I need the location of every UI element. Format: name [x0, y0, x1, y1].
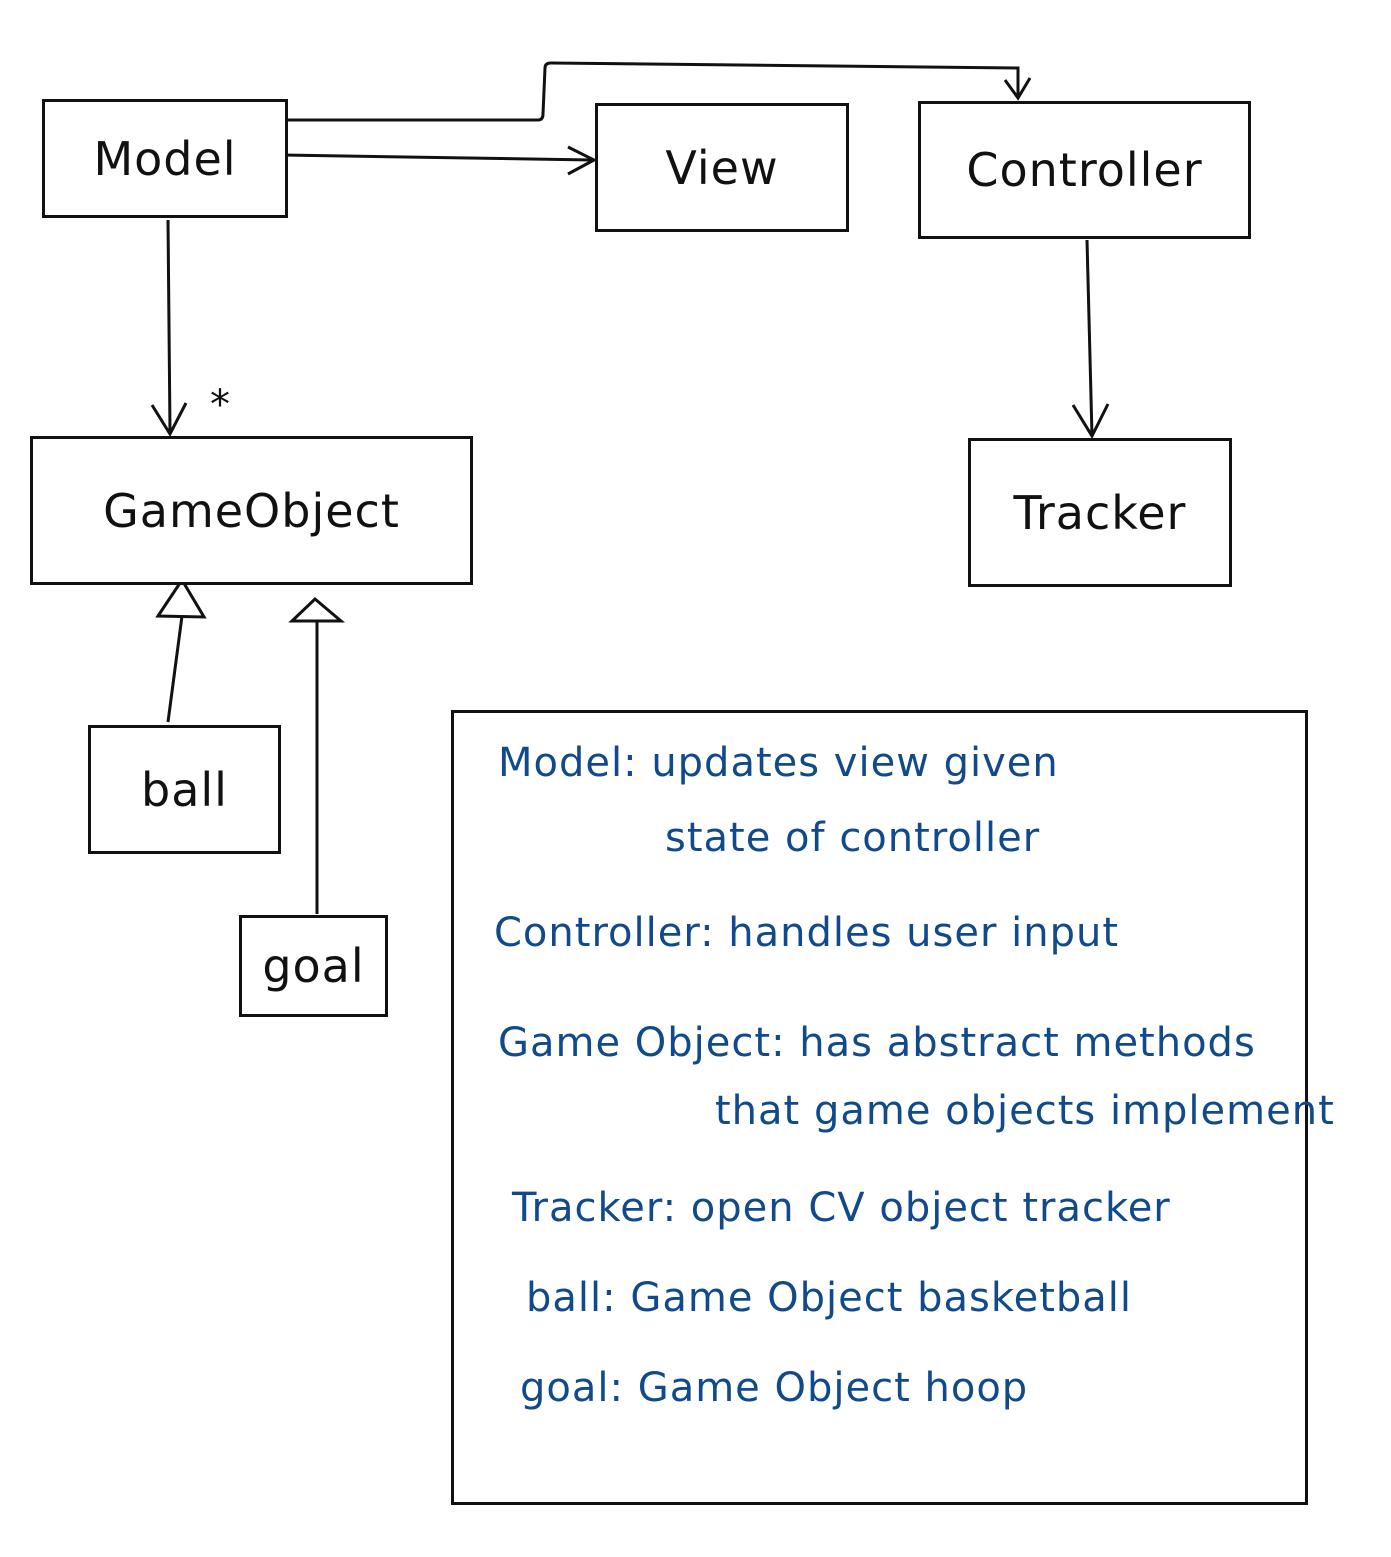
edge-model-controller — [287, 61, 1020, 122]
note-term: ball — [526, 1275, 603, 1321]
edge-controller-tracker — [1085, 239, 1094, 437]
class-box-controller: Controller — [918, 101, 1251, 239]
note-gameobject-continuation: that game objects implement — [715, 1088, 1335, 1134]
note-term: Controller — [494, 910, 701, 956]
note-description: handles user input — [728, 910, 1119, 956]
note-separator: : — [602, 1275, 617, 1321]
class-box-view: View — [595, 103, 849, 232]
note-term: Model — [498, 740, 624, 786]
note-separator: : — [662, 1185, 678, 1231]
class-label-model: Model — [93, 131, 237, 186]
class-label-controller: Controller — [966, 143, 1203, 197]
inheritance-triangle-goal — [288, 596, 346, 623]
class-box-goal: goal — [239, 915, 388, 1017]
note-controller: Controller: handles user input — [494, 910, 1119, 956]
edge-model-view — [282, 153, 593, 162]
class-label-tracker: Tracker — [1013, 485, 1187, 540]
class-box-tracker: Tracker — [968, 438, 1232, 587]
class-label-view: View — [665, 140, 779, 195]
class-box-ball: ball — [88, 725, 281, 854]
note-description: open CV object tracker — [690, 1185, 1171, 1231]
note-description: updates view given — [651, 740, 1059, 786]
note-separator: : — [771, 1020, 786, 1066]
annotation-box — [451, 710, 1308, 1505]
note-ball: ball: Game Object basketball — [526, 1275, 1132, 1321]
arrowhead-gameobject — [150, 402, 188, 438]
note-gameobject: Game Object: has abstract methods — [498, 1020, 1256, 1066]
edge-model-gameobject — [166, 219, 172, 433]
note-goal: goal: Game Object hoop — [520, 1365, 1028, 1411]
note-separator: : — [700, 910, 715, 956]
note-description: Game Object basketball — [630, 1275, 1133, 1321]
arrowhead-controller — [1003, 77, 1032, 101]
note-tracker: Tracker: open CV object tracker — [512, 1185, 1171, 1231]
class-label-gameobject: GameObject — [103, 483, 400, 538]
class-label-goal: goal — [262, 939, 365, 993]
arrowhead-tracker — [1071, 403, 1110, 440]
edge-ball-gameobject — [166, 615, 184, 723]
note-description: has abstract methods — [799, 1020, 1256, 1066]
class-box-model: Model — [42, 99, 288, 218]
inheritance-triangle-ball — [155, 577, 207, 619]
note-separator: : — [623, 740, 638, 786]
note-term: Game Object — [498, 1020, 772, 1066]
note-term: goal — [520, 1365, 610, 1411]
note-description: Game Object hoop — [637, 1365, 1029, 1411]
note-term: Tracker — [512, 1185, 663, 1231]
multiplicity-marker: * — [210, 382, 230, 428]
note-separator: : — [609, 1365, 624, 1411]
class-label-ball: ball — [141, 762, 228, 817]
arrowhead-view — [567, 145, 598, 176]
class-box-gameobject: GameObject — [30, 436, 473, 585]
note-model-continuation: state of controller — [665, 815, 1041, 861]
note-model: Model: updates view given — [498, 740, 1059, 786]
